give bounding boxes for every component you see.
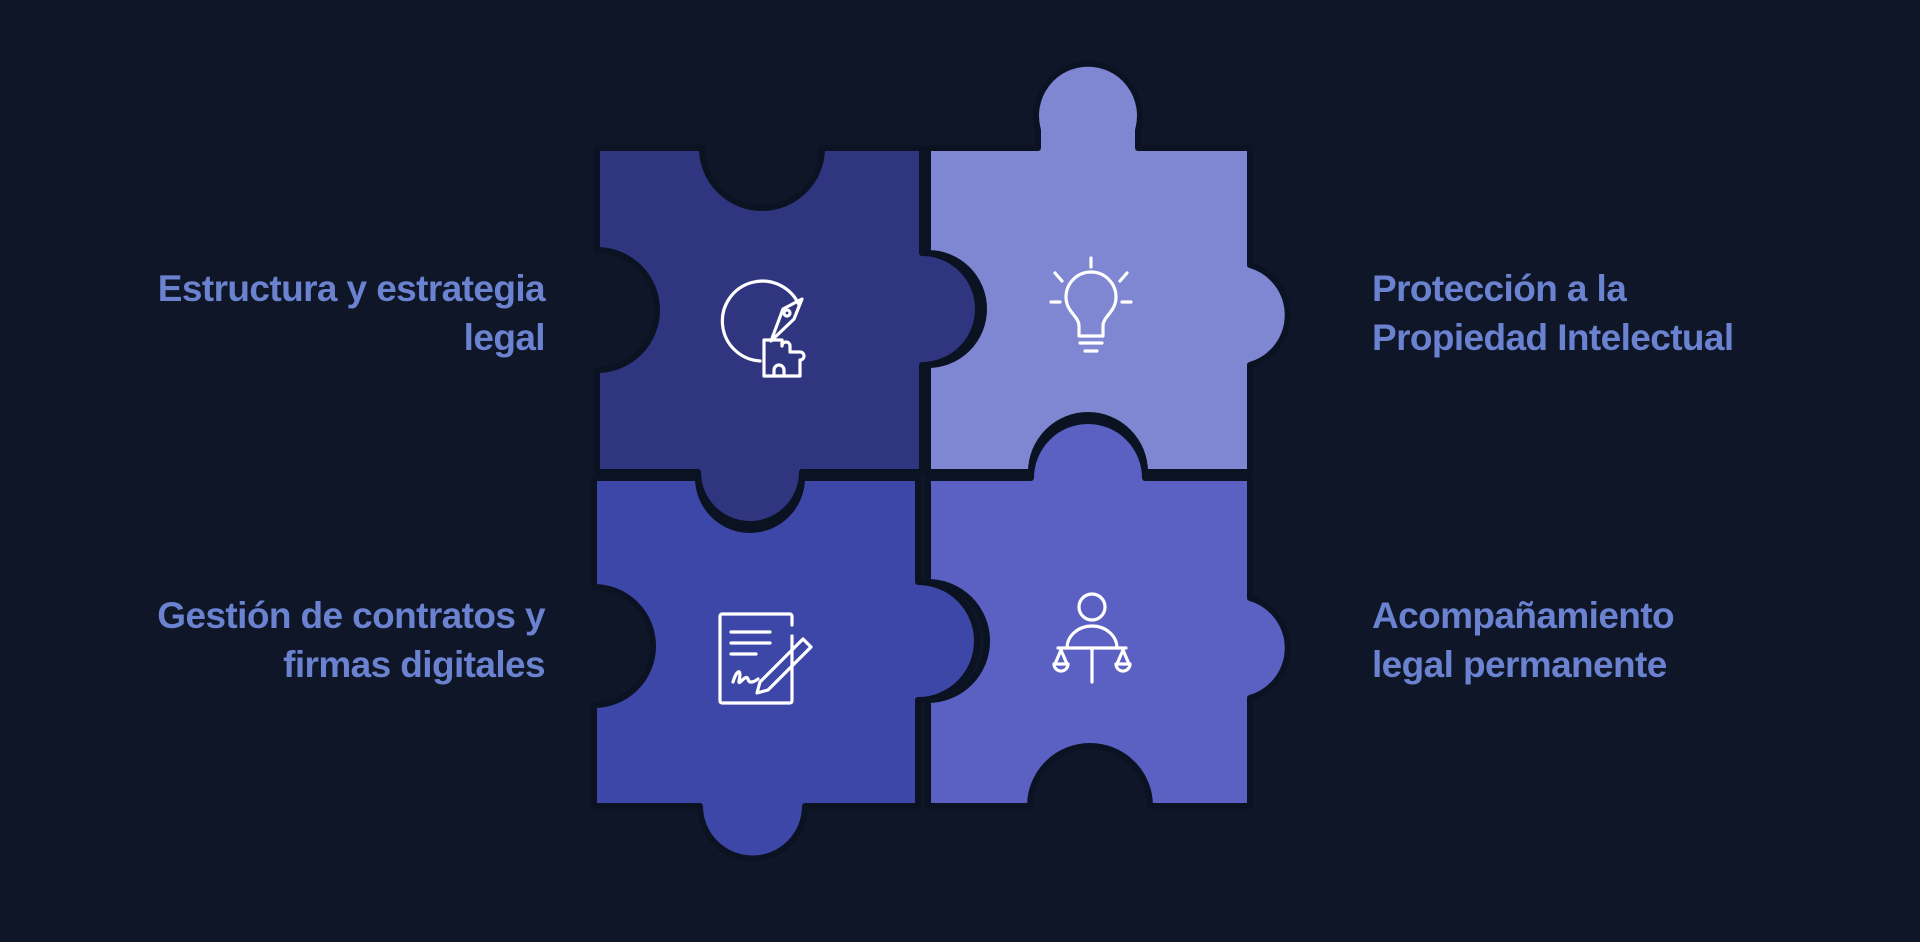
lightbulb-icon — [1049, 256, 1133, 353]
label-gestion-contratos: Gestión de contratos y firmas digitales — [157, 595, 545, 685]
puzzle-piece-bottom-left — [591, 475, 980, 862]
puzzle-piece-bottom-right — [925, 418, 1291, 809]
label-estructura-estrategia: Estructura y estrategia legal — [157, 268, 546, 358]
signed-document-icon — [718, 612, 813, 705]
person-scales-icon — [1052, 592, 1132, 684]
puzzle-piece-top-right — [925, 60, 1291, 475]
compass-puzzle-icon — [720, 279, 806, 378]
label-proteccion-propiedad: Protección a la Propiedad Intelectual — [1372, 268, 1734, 358]
label-acompanamiento-legal: Acompañamiento legal permanente — [1372, 595, 1675, 685]
puzzle-piece-top-left — [594, 145, 981, 527]
